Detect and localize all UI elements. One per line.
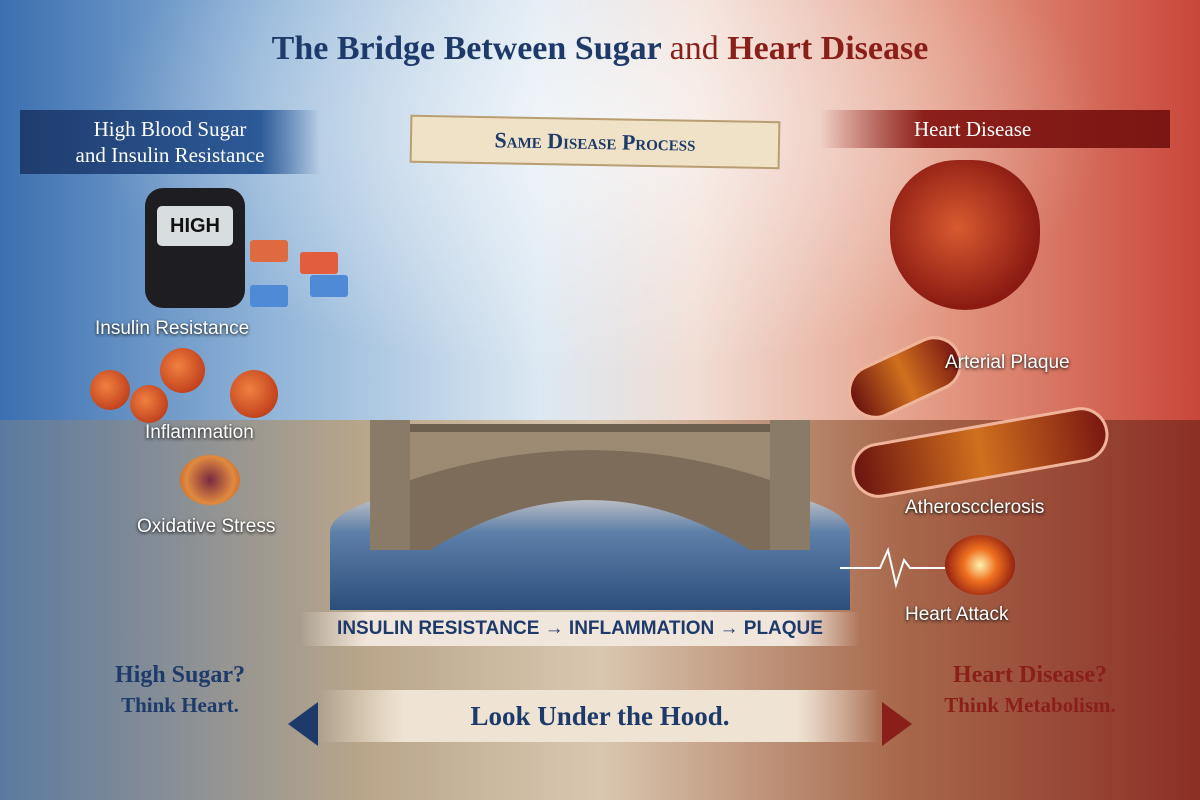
- stone-bridge: [370, 420, 810, 550]
- arrow-left-icon: [288, 702, 318, 746]
- sugar-cube-icon: [250, 240, 288, 262]
- bottom-left-line2: Think Heart.: [121, 693, 239, 717]
- left-banner-line1: High Blood Sugar: [93, 117, 247, 141]
- bottom-right-line2: Think Metabolism.: [944, 693, 1116, 717]
- sugar-cube-icon: [300, 252, 338, 274]
- right-banner: Heart Disease: [820, 110, 1170, 148]
- label-arterial-plaque: Arterial Plaque: [945, 352, 1070, 373]
- right-banner-text: Heart Disease: [914, 117, 1032, 141]
- title-part-and: and: [669, 30, 719, 67]
- label-insulin-resistance: Insulin Resistance: [95, 318, 250, 339]
- sugar-cube-icon: [250, 285, 288, 307]
- bottom-right-line1: Heart Disease?: [953, 662, 1107, 688]
- inflamed-cell-icon: [230, 370, 278, 418]
- label-atherosclerosis: Atheroscclerosis: [905, 497, 1045, 518]
- inflamed-cell-icon: [130, 385, 168, 423]
- oxidized-cell-icon: [180, 455, 240, 505]
- heart-illustration: [890, 160, 1040, 310]
- left-banner-line2: and Insulin Resistance: [75, 143, 265, 167]
- bottom-left-message: High Sugar? Think Heart.: [80, 660, 280, 720]
- look-under-hood-banner: Look Under the Hood.: [320, 690, 880, 742]
- bottom-left-line1: High Sugar?: [114, 662, 246, 688]
- label-oxidative-stress: Oxidative Stress: [137, 516, 276, 537]
- arrow-right-icon: [882, 702, 912, 746]
- heart-attack-glow-icon: [945, 535, 1015, 595]
- inflamed-cell-icon: [160, 348, 205, 393]
- page-title: The Bridge Between Sugar and Heart Disea…: [0, 30, 1200, 68]
- glucose-meter-icon: HIGH: [145, 188, 245, 308]
- heartbeat-line-icon: [840, 546, 960, 589]
- left-banner: High Blood Sugar and Insulin Resistance: [20, 110, 320, 174]
- inflamed-cell-icon: [90, 370, 130, 410]
- process-chain-bar: INSULIN RESISTANCE → INFLAMMATION → PLAQ…: [300, 612, 860, 646]
- label-heart-attack: Heart Attack: [905, 604, 1009, 625]
- sugar-cube-icon: [310, 275, 348, 297]
- title-part-sugar: The Bridge Between Sugar: [271, 30, 662, 67]
- bottom-right-message: Heart Disease? Think Metabolism.: [915, 660, 1145, 720]
- title-part-heart: Heart Disease: [727, 30, 929, 67]
- same-process-ribbon: Same Disease Process: [409, 114, 781, 170]
- meter-screen: HIGH: [157, 206, 233, 246]
- label-inflammation: Inflammation: [145, 422, 254, 443]
